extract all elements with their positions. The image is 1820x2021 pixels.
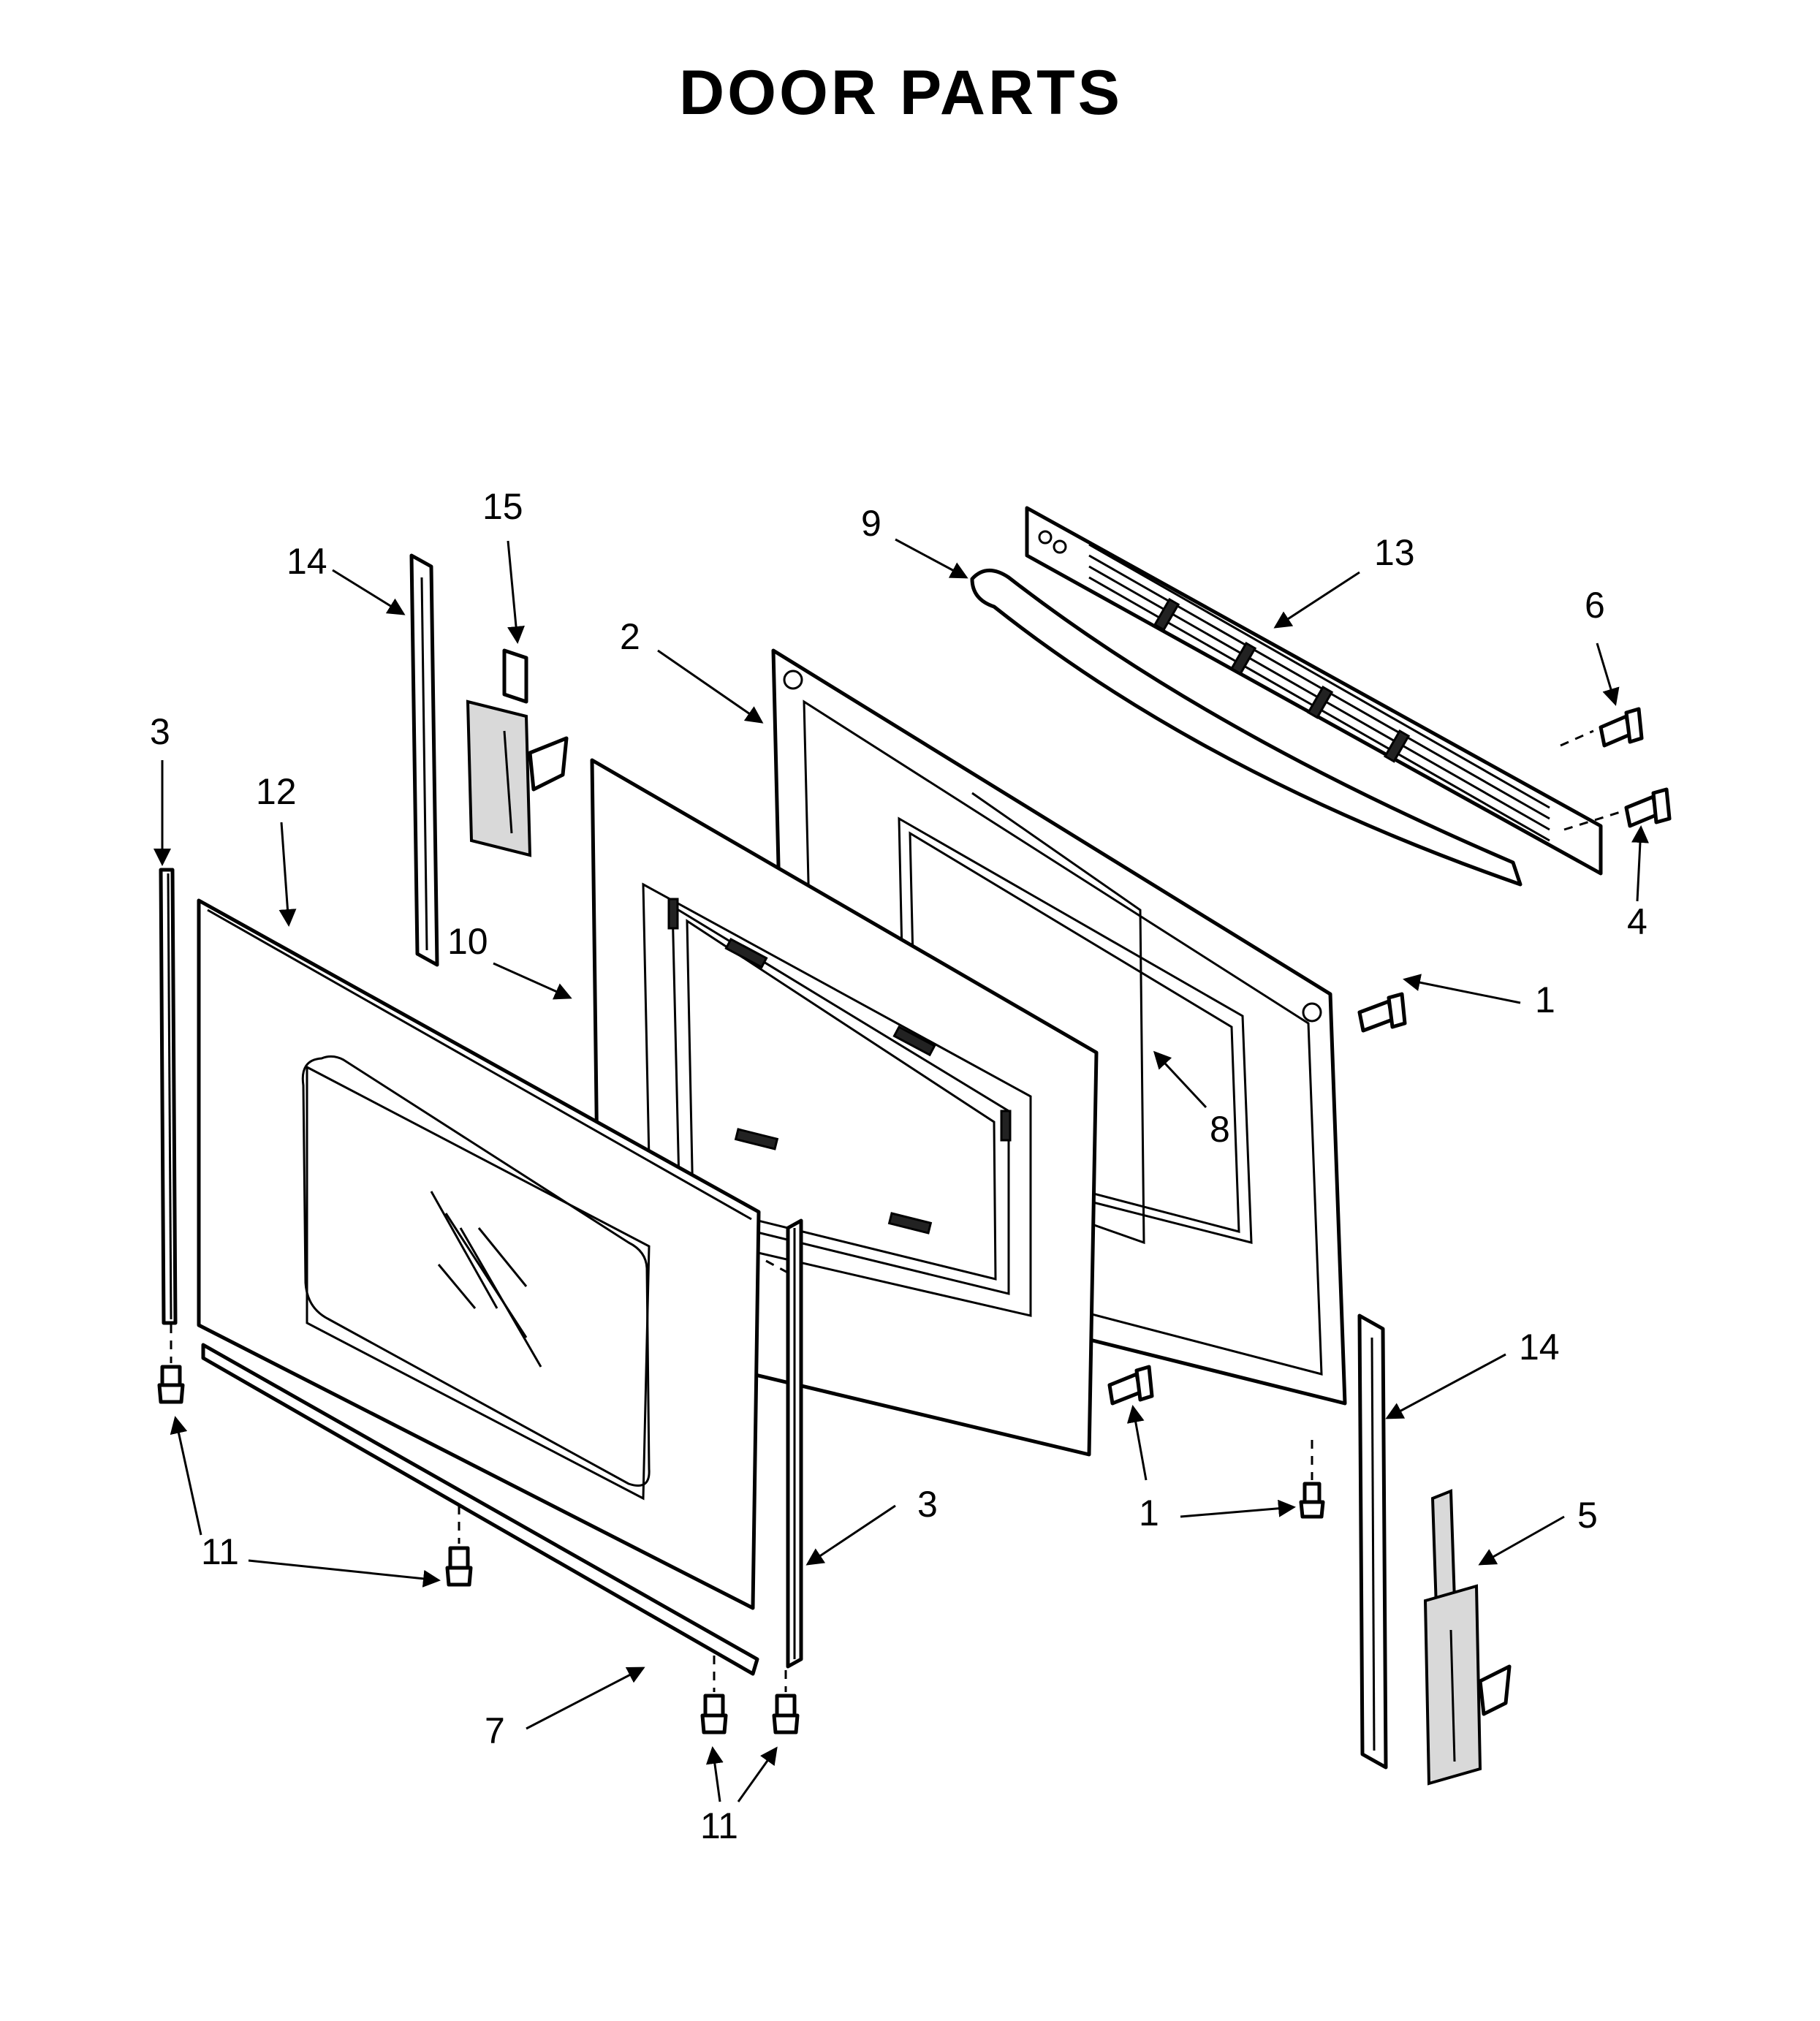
callout-11-bottom: 11 bbox=[700, 1805, 738, 1846]
callout-7: 7 bbox=[485, 1710, 505, 1751]
callout-3-left: 3 bbox=[150, 711, 170, 752]
screw-part-4[interactable] bbox=[1624, 787, 1672, 828]
diagram-title: DOOR PARTS bbox=[679, 58, 1123, 128]
callout-9: 9 bbox=[861, 503, 881, 544]
callout-14-left: 14 bbox=[287, 541, 327, 582]
callout-6: 6 bbox=[1585, 585, 1605, 626]
screw-part-11-left[interactable] bbox=[157, 1365, 185, 1404]
callout-2: 2 bbox=[620, 616, 640, 657]
screw-part-1-lower-right[interactable] bbox=[1299, 1482, 1325, 1519]
part-9-door-handle[interactable] bbox=[970, 569, 1523, 887]
screw-part-1-lower-left[interactable] bbox=[1107, 1365, 1154, 1406]
callout-12: 12 bbox=[256, 771, 297, 812]
callout-14-right: 14 bbox=[1519, 1327, 1560, 1368]
callout-15: 15 bbox=[482, 486, 523, 527]
screw-part-11-bottom-left[interactable] bbox=[700, 1694, 728, 1734]
callout-1-lower: 1 bbox=[1139, 1493, 1159, 1533]
screw-part-1-upper[interactable] bbox=[1357, 992, 1407, 1033]
callout-13: 13 bbox=[1374, 532, 1415, 573]
part-14-hinge-receiver-left[interactable] bbox=[409, 553, 439, 967]
part-5-door-hinge[interactable] bbox=[1423, 1489, 1512, 1786]
part-14-hinge-receiver-right[interactable] bbox=[1357, 1313, 1388, 1770]
callout-10: 10 bbox=[447, 921, 488, 962]
part-3-door-side-trim-right[interactable] bbox=[786, 1218, 803, 1669]
screw-part-11-center[interactable] bbox=[445, 1546, 473, 1587]
part-12-outer-door-glass[interactable] bbox=[197, 898, 761, 1610]
callout-5: 5 bbox=[1577, 1495, 1598, 1536]
callout-3-right: 3 bbox=[917, 1484, 938, 1525]
callout-11-left: 11 bbox=[201, 1531, 239, 1572]
part-15-door-hinge[interactable] bbox=[466, 648, 569, 857]
part-7-door-bottom-trim[interactable] bbox=[201, 1343, 759, 1676]
leader-lines bbox=[153, 538, 1649, 1802]
callout-1-upper: 1 bbox=[1535, 979, 1555, 1020]
callout-4: 4 bbox=[1627, 901, 1648, 942]
part-3-door-side-trim-left[interactable] bbox=[159, 868, 178, 1325]
part-13-door-vent-trim[interactable] bbox=[1025, 506, 1603, 876]
callout-8: 8 bbox=[1210, 1109, 1230, 1150]
screw-part-6[interactable] bbox=[1599, 707, 1644, 748]
alignment-lines bbox=[170, 729, 1623, 1692]
screw-part-11-bottom-right[interactable] bbox=[772, 1694, 800, 1734]
